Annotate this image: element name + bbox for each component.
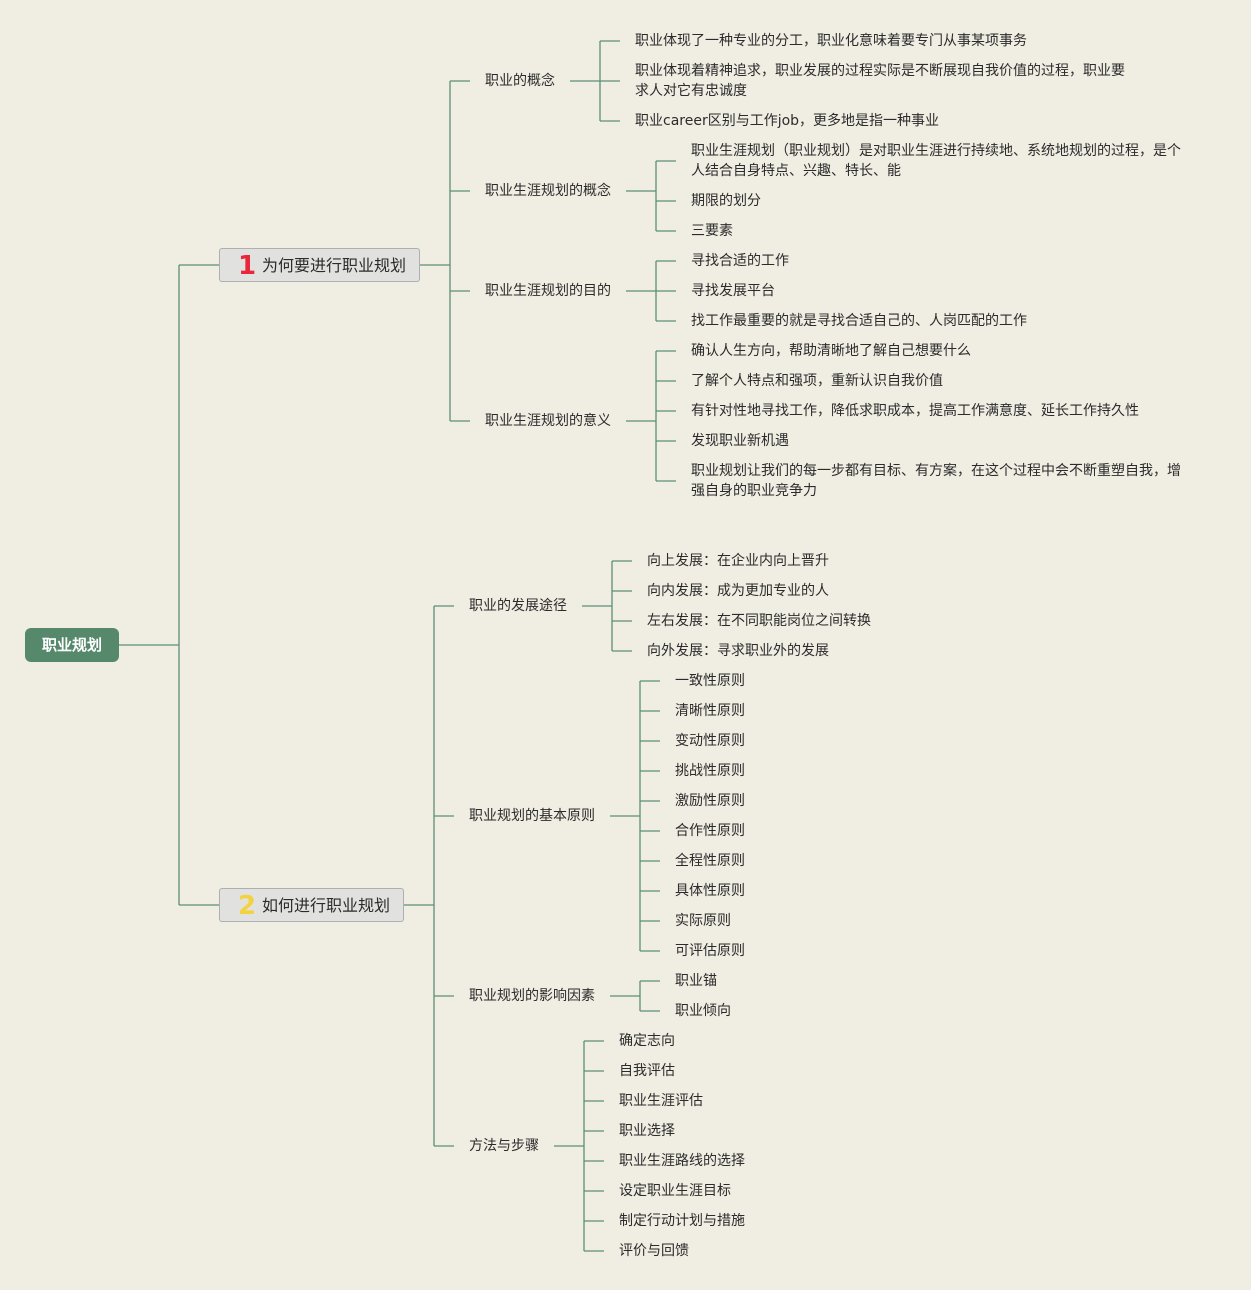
- branch-number-badge: 2: [238, 891, 257, 921]
- leaf-item[interactable]: 设定职业生涯目标: [619, 1183, 731, 1199]
- leaf-item[interactable]: 了解个人特点和强项，重新认识自我价值: [691, 373, 943, 389]
- leaf-item[interactable]: 制定行动计划与措施: [619, 1213, 745, 1229]
- leaf-item[interactable]: 实际原则: [675, 913, 731, 929]
- leaf-item[interactable]: 向内发展：成为更加专业的人: [647, 583, 829, 599]
- branch-title: 如何进行职业规划: [262, 896, 391, 915]
- leaf-item[interactable]: 可评估原则: [675, 943, 745, 959]
- leaf-item[interactable]: 寻找发展平台: [691, 283, 775, 299]
- leaf-item[interactable]: 职业生涯规划（职业规划）是对职业生涯进行持续地、系统地规划的过程，是个人结合自身…: [691, 143, 1181, 179]
- leaf-item[interactable]: 寻找合适的工作: [691, 253, 789, 269]
- leaf-item[interactable]: 职业生涯路线的选择: [619, 1153, 745, 1169]
- leaf-item[interactable]: 职业体现了一种专业的分工，职业化意味着要专门从事某项事务: [635, 33, 1027, 49]
- leaf-item[interactable]: 找工作最重要的就是寻找合适自己的、人岗匹配的工作: [691, 313, 1027, 329]
- leaf-item[interactable]: 评价与回馈: [619, 1243, 689, 1259]
- leaf-item[interactable]: 确定志向: [619, 1033, 675, 1049]
- leaf-item[interactable]: 职业生涯评估: [619, 1093, 703, 1109]
- leaf-item[interactable]: 挑战性原则: [675, 763, 745, 779]
- subtopic-methods-steps[interactable]: 方法与步骤: [469, 1138, 539, 1154]
- leaf-item[interactable]: 确认人生方向，帮助清晰地了解自己想要什么: [691, 343, 971, 359]
- leaf-item[interactable]: 合作性原则: [675, 823, 745, 839]
- leaf-item[interactable]: 职业体现着精神追求，职业发展的过程实际是不断展现自我价值的过程，职业要求人对它有…: [635, 63, 1125, 99]
- leaf-item[interactable]: 左右发展：在不同职能岗位之间转换: [647, 613, 871, 629]
- subtopic-career-planning-meaning[interactable]: 职业生涯规划的意义: [485, 413, 611, 429]
- subtopic-basic-principles[interactable]: 职业规划的基本原则: [469, 808, 595, 824]
- leaf-item[interactable]: 期限的划分: [691, 193, 761, 209]
- branch-title: 为何要进行职业规划: [262, 256, 407, 275]
- leaf-item[interactable]: 向上发展：在企业内向上晋升: [647, 553, 829, 569]
- branch-how-plan[interactable]: 2 如何进行职业规划: [219, 888, 404, 922]
- leaf-item[interactable]: 全程性原则: [675, 853, 745, 869]
- subtopic-career-planning-purpose[interactable]: 职业生涯规划的目的: [485, 283, 611, 299]
- leaf-item[interactable]: 清晰性原则: [675, 703, 745, 719]
- leaf-item[interactable]: 职业倾向: [675, 1003, 731, 1019]
- subtopic-career-planning-concept[interactable]: 职业生涯规划的概念: [485, 183, 611, 199]
- leaf-item[interactable]: 变动性原则: [675, 733, 745, 749]
- leaf-item[interactable]: 职业选择: [619, 1123, 675, 1139]
- subtopic-influencing-factors[interactable]: 职业规划的影响因素: [469, 988, 595, 1004]
- subtopic-career-concept[interactable]: 职业的概念: [485, 73, 555, 89]
- branch-why-plan[interactable]: 1 为何要进行职业规划: [219, 248, 420, 282]
- leaf-item[interactable]: 职业规划让我们的每一步都有目标、有方案，在这个过程中会不断重塑自我，增强自身的职…: [691, 463, 1181, 499]
- branch-number-badge: 1: [238, 251, 257, 281]
- leaf-item[interactable]: 有针对性地寻找工作，降低求职成本，提高工作满意度、延长工作持久性: [691, 403, 1139, 419]
- root-node[interactable]: 职业规划: [25, 628, 119, 662]
- leaf-item[interactable]: 向外发展：寻求职业外的发展: [647, 643, 829, 659]
- subtopic-development-paths[interactable]: 职业的发展途径: [469, 598, 567, 614]
- leaf-item[interactable]: 一致性原则: [675, 673, 745, 689]
- leaf-item[interactable]: 职业锚: [675, 973, 717, 989]
- leaf-item[interactable]: 职业career区别与工作job，更多地是指一种事业: [635, 113, 940, 129]
- leaf-item[interactable]: 自我评估: [619, 1063, 675, 1079]
- leaf-item[interactable]: 三要素: [691, 223, 733, 239]
- leaf-item[interactable]: 具体性原则: [675, 883, 745, 899]
- leaf-item[interactable]: 发现职业新机遇: [691, 433, 789, 449]
- leaf-item[interactable]: 激励性原则: [675, 793, 745, 809]
